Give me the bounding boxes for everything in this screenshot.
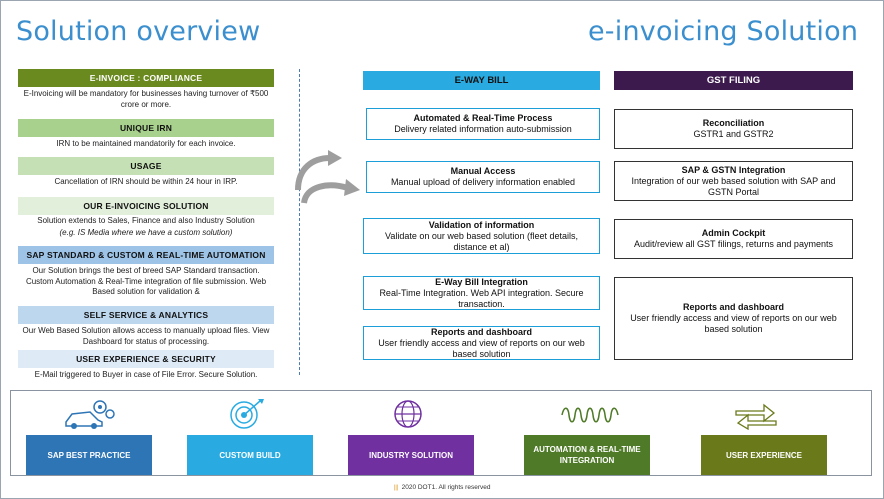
slide-title-right: e-invoicing Solution (588, 16, 859, 47)
section-heading-automation: SAP STANDARD & CUSTOM & REAL-TIME AUTOMA… (18, 246, 274, 264)
footer: |||2020 DOT1. All rights reserved (0, 484, 884, 491)
eway-box-text: Delivery related information auto-submis… (394, 124, 572, 134)
pillar-custom-build: CUSTOM BUILD (187, 435, 313, 475)
compliance-column: E-INVOICE : COMPLIANCE E-Invoicing will … (18, 69, 274, 382)
footer-separator: ||| (393, 484, 399, 491)
globe-network-icon (394, 400, 422, 428)
section-text-usage: Cancellation of IRN should be within 24 … (54, 177, 238, 186)
gst-box-title: Reports and dashboard (682, 302, 784, 312)
gst-box-title: Reconciliation (702, 118, 765, 128)
gst-box-title: Admin Cockpit (701, 228, 766, 238)
pillar-industry-solution: INDUSTRY SOLUTION (348, 435, 474, 475)
gst-box-text: Audit/review all GST filings, returns an… (634, 239, 833, 249)
car-gears-icon (65, 400, 115, 429)
section-text-automation: Our Solution brings the best of breed SA… (25, 266, 267, 296)
section-heading-irn: UNIQUE IRN (18, 119, 274, 137)
gst-box-text: GSTR1 and GSTR2 (693, 129, 774, 139)
section-text-compliance: E-Invoicing will be mandatory for busine… (23, 89, 269, 109)
eway-box-title: Manual Access (450, 166, 516, 176)
coil-spring-icon (561, 407, 619, 423)
eway-box-title: Automated & Real-Time Process (413, 113, 553, 123)
eway-box-title: E-Way Bill Integration (435, 276, 528, 287)
section-heading-compliance: E-INVOICE : COMPLIANCE (18, 69, 274, 87)
section-note-solution: (e.g. IS Media where we have a custom so… (59, 227, 233, 237)
pillar-sap-best-practice: SAP BEST PRACTICE (26, 435, 152, 475)
gst-box-integration: SAP & GSTN Integration Integration of ou… (614, 161, 853, 201)
pillar-user-experience: USER EXPERIENCE (701, 435, 827, 475)
flow-arrows-icon (295, 150, 360, 204)
arrows-exchange-icon (735, 403, 777, 430)
eway-box-title: Reports and dashboard (430, 326, 532, 337)
eway-box-text: User friendly access and view of reports… (378, 337, 585, 359)
eway-box-title: Validation of information (428, 219, 535, 230)
section-text-security: E-Mail triggered to Buyer in case of Fil… (34, 370, 258, 379)
gst-box-text: User friendly access and view of reports… (630, 313, 837, 334)
eway-bill-header: E-WAY BILL (363, 71, 600, 90)
section-text-solution: Solution extends to Sales, Finance and a… (37, 216, 255, 225)
eway-box-text: Real-Time Integration. Web API integrati… (379, 287, 584, 309)
slide-title-left: Solution overview (16, 16, 261, 47)
target-icon (230, 399, 264, 429)
gst-box-title: SAP & GSTN Integration (681, 164, 786, 175)
section-heading-security: USER EXPERIENCE & SECURITY (18, 350, 274, 368)
section-text-analytics: Our Web Based Solution allows access to … (22, 326, 270, 346)
gst-filing-header: GST FILING (614, 71, 853, 90)
gst-box-reports: Reports and dashboard User friendly acce… (614, 277, 853, 360)
gst-box-admin-cockpit: Admin Cockpit Audit/review all GST filin… (614, 219, 853, 259)
gst-box-reconciliation: Reconciliation GSTR1 and GSTR2 (614, 109, 853, 149)
section-heading-usage: USAGE (18, 157, 274, 175)
section-heading-solution: OUR E-INVOICING SOLUTION (18, 197, 274, 215)
footer-copyright: 2020 DOT1. All rights reserved (401, 484, 491, 491)
column-divider (299, 69, 300, 375)
section-body-solution: Solution extends to Sales, Finance and a… (18, 215, 274, 246)
gst-box-text: Integration of our web based solution wi… (631, 175, 836, 197)
pillars-panel (10, 390, 872, 476)
section-text-irn: IRN to be maintained mandatorily for eac… (56, 139, 236, 148)
eway-box-manual: Manual Access Manual upload of delivery … (366, 161, 600, 193)
eway-box-text: Manual upload of delivery information en… (390, 177, 576, 187)
eway-box-reports: Reports and dashboard User friendly acce… (363, 326, 600, 360)
eway-box-automated: Automated & Real-Time Process Delivery r… (366, 108, 600, 140)
eway-box-validation: Validation of information Validate on ou… (363, 218, 600, 254)
section-heading-analytics: SELF SERVICE & ANALYTICS (18, 306, 274, 324)
eway-box-integration: E-Way Bill Integration Real-Time Integra… (363, 276, 600, 310)
eway-box-text: Validate on our web based solution (flee… (385, 230, 578, 252)
pillar-automation-integration: AUTOMATION & REAL-TIME INTEGRATION (524, 435, 650, 475)
